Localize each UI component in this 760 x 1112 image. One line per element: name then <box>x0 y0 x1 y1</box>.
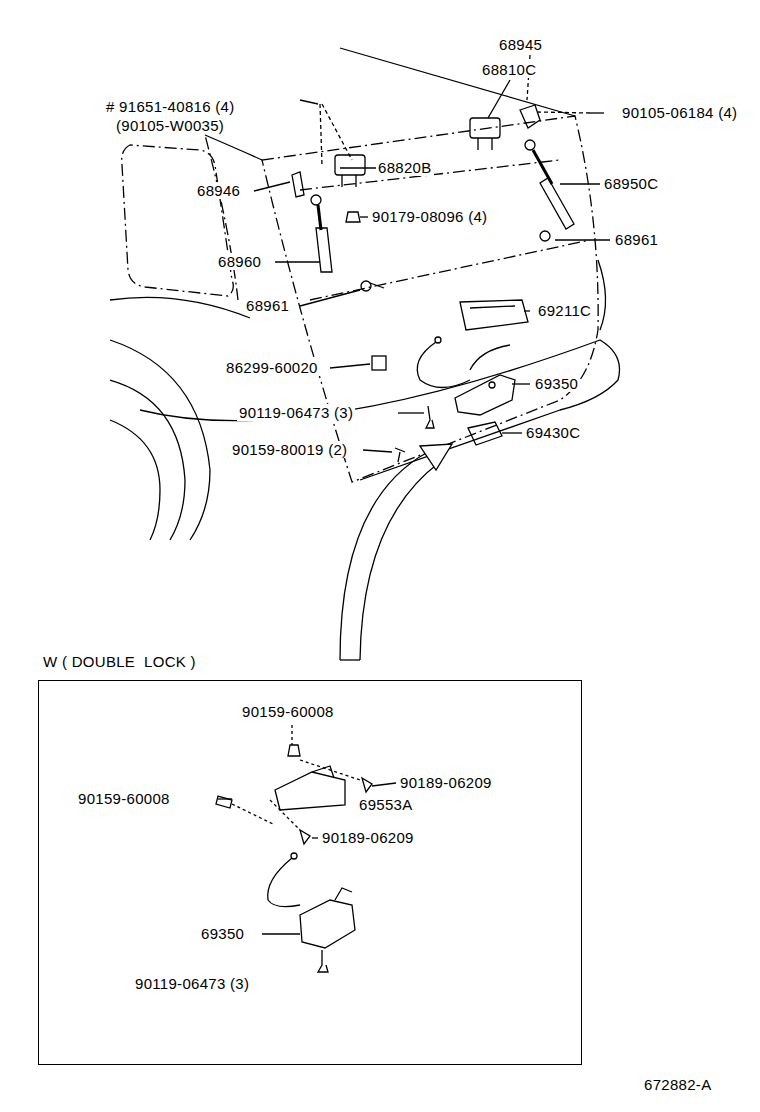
part-number: 68945 <box>497 36 544 53</box>
bolt-number: 90159-60008 <box>240 703 336 720</box>
part-number: 69553A <box>357 796 415 813</box>
part-number: 68820B <box>376 159 434 176</box>
inset-box: W ( DOUBLE LOCK ) <box>38 680 582 1065</box>
part-number: 69430C <box>524 424 582 441</box>
bolt-number: 90159-60008 <box>76 790 172 807</box>
bolt-number: # 91651-40816 (4) <box>104 98 237 115</box>
part-number: 68960 <box>216 253 263 270</box>
inset-heading: W ( DOUBLE LOCK ) <box>41 653 198 670</box>
part-number: 68961 <box>244 297 291 314</box>
part-number: 68946 <box>195 182 242 199</box>
bolt-number: 90189-06209 <box>398 774 494 791</box>
bolt-number: 90105-06184 (4) <box>620 104 739 121</box>
part-number: 86299-60020 <box>224 359 320 376</box>
screw-number: 90159-80019 (2) <box>230 441 349 458</box>
nut-number: 90179-08096 (4) <box>370 208 489 225</box>
bolt-number: 90119-06473 (3) <box>133 975 251 992</box>
bolt-number: (90105-W0035) <box>114 117 226 134</box>
figure-number: 672882-A <box>642 1076 713 1093</box>
part-number: 69350 <box>533 375 580 392</box>
part-number: 69211C <box>536 302 593 319</box>
part-number: 69350 <box>199 925 246 942</box>
part-number: 68950C <box>602 175 660 192</box>
bolt-number: 90119-06473 (3) <box>237 404 355 421</box>
part-number: 68810C <box>480 61 538 78</box>
bolt-number: 90189-06209 <box>320 829 416 846</box>
part-number: 68961 <box>613 231 660 248</box>
